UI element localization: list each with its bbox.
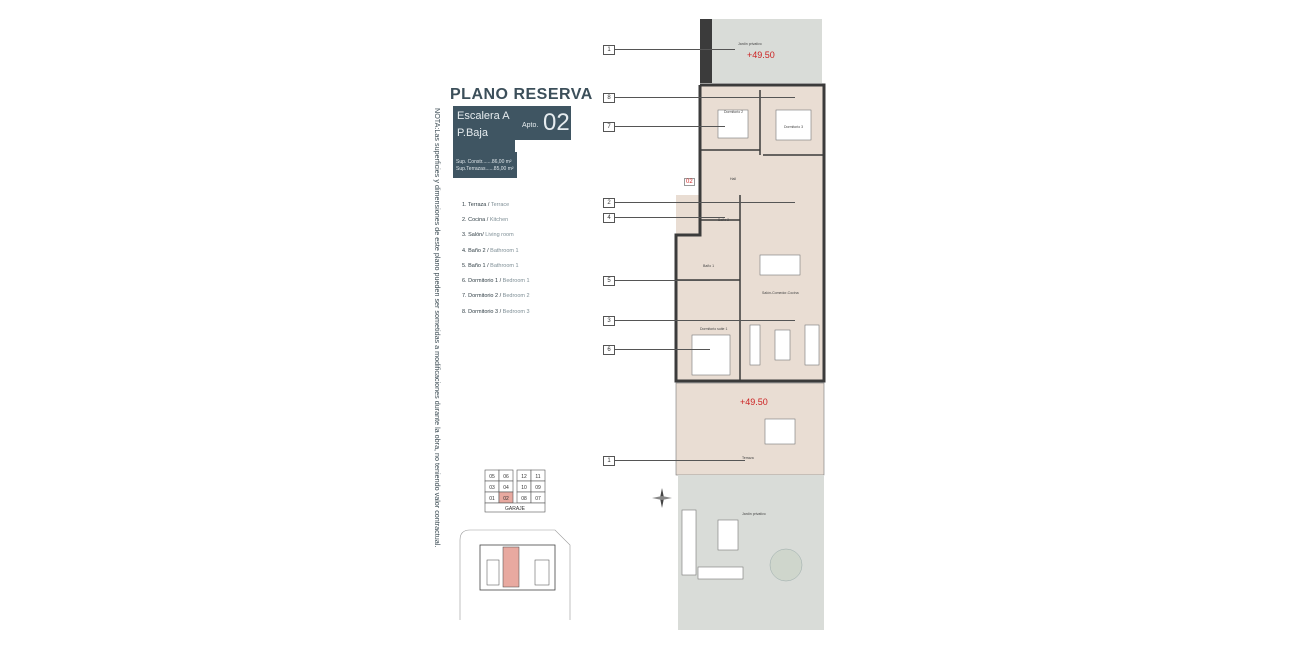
callout-8: 8 <box>603 93 615 103</box>
floor-label: P.Baja <box>457 127 488 139</box>
keyplan-cell: 12 <box>521 474 527 480</box>
leader-line <box>615 217 725 218</box>
legend-item: 5. Baño 1 / Bathroom 1 <box>462 263 519 269</box>
site-plan <box>459 529 571 620</box>
keyplan-cell: 03 <box>489 485 495 491</box>
callout-1-terrace: 1 <box>603 456 615 466</box>
callout-5: 5 <box>603 276 615 286</box>
keyplan-garage: GARAJE <box>505 506 526 512</box>
sup-constr: Sup. Constr.......86,00 m² <box>456 159 512 165</box>
keyplan-cell: 07 <box>535 496 541 502</box>
staircase-label: Escalera A <box>457 110 510 122</box>
sup-terrazas: Sup.Terrazas......85,00 m² <box>456 166 514 172</box>
callout-3: 3 <box>603 316 615 326</box>
room-label: Baño 2 <box>718 218 730 222</box>
keyplan-cell: 04 <box>503 485 509 491</box>
north-arrow-icon <box>652 488 672 508</box>
leader-line <box>615 126 725 127</box>
block-keyplan: 05 06 12 11 03 04 10 09 01 02 08 07 GARA… <box>484 469 546 513</box>
leader-line <box>615 280 710 281</box>
room-label: Salón-Comedor-Cocina <box>762 291 799 295</box>
legend-item: 6. Dormitorio 1 / Bedroom 1 <box>462 278 530 284</box>
room-label: Jardín privativo <box>742 512 766 516</box>
apartment-prefix: Apto. <box>522 122 539 129</box>
keyplan-cell: 01 <box>489 496 495 502</box>
legend-item: 4. Baño 2 / Bathroom 1 <box>462 248 519 254</box>
legend-item: 2. Cocina / Kitchen <box>462 217 509 223</box>
level-top: +49.50 <box>747 50 775 60</box>
page-title: PLANO RESERVA <box>450 86 593 103</box>
legend-item: 7. Dormitorio 2 / Bedroom 2 <box>462 293 530 299</box>
leader-line <box>615 320 795 321</box>
surface-panel <box>453 152 517 178</box>
callout-6: 6 <box>603 345 615 355</box>
keyplan-cell: 11 <box>535 474 540 480</box>
staircase-panel <box>453 106 515 152</box>
floor-plan <box>674 19 826 630</box>
apartment-panel <box>515 106 571 140</box>
leader-line <box>615 460 745 461</box>
apartment-number: 02 <box>543 109 570 136</box>
room-label: Terraza <box>742 456 754 460</box>
leader-line <box>615 202 795 203</box>
room-label: Hall <box>730 177 737 181</box>
keyplan-cell: 09 <box>535 485 541 491</box>
keyplan-cell: 08 <box>521 496 527 502</box>
room-label: Dormitorio 3 <box>784 125 804 129</box>
callout-1-garden: 1 <box>603 45 615 55</box>
keyplan-cell: 05 <box>489 474 495 480</box>
legend-item: 3. Salón/ Living room <box>462 232 514 238</box>
room-label: Dormitorio 2 <box>724 110 744 114</box>
keyplan-cell: 10 <box>521 485 527 491</box>
leader-line <box>615 349 710 350</box>
unit-tag: 02 <box>684 178 695 186</box>
callout-2: 2 <box>603 198 615 208</box>
leader-line <box>615 49 735 50</box>
contract-note: NOTA:Las superficies y dimensiones de es… <box>433 108 442 548</box>
keyplan-cell: 02 <box>503 496 509 502</box>
leader-line <box>615 97 795 98</box>
legend-item: 1. Terraza / Terrace <box>462 202 510 208</box>
callout-4: 4 <box>603 213 615 223</box>
room-label: Dormitorio suite 1 <box>700 327 728 331</box>
room-label: Jardín privativo <box>738 42 762 46</box>
legend-item: 8. Dormitorio 3 / Bedroom 3 <box>462 309 530 315</box>
callout-7: 7 <box>603 122 615 132</box>
level-bottom: +49.50 <box>740 397 768 407</box>
room-label: Baño 1 <box>703 264 715 268</box>
top-garden <box>710 19 822 83</box>
keyplan-cell: 06 <box>503 474 509 480</box>
